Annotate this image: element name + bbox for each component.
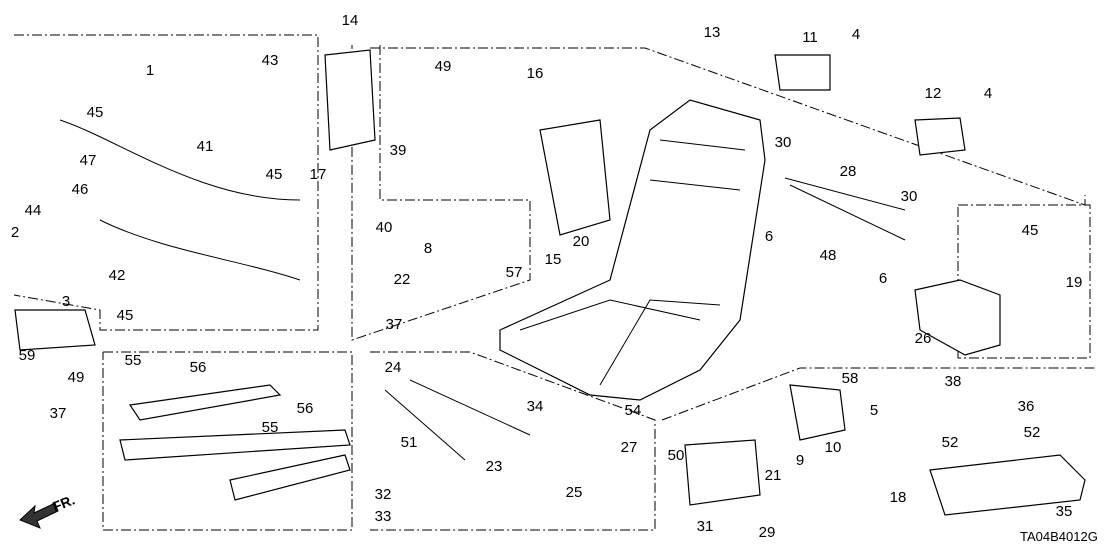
seat-frame [499,99,766,401]
callout-14: 14 [342,12,359,29]
callout-9: 9 [796,452,804,469]
callout-16: 16 [527,65,544,82]
diagram-code: TA04B4012G [1020,529,1098,544]
callout-46: 46 [72,181,89,198]
callout-29: 29 [759,524,776,541]
callout-59: 59 [19,347,36,364]
callout-18: 18 [890,489,907,506]
callout-47: 47 [80,152,97,169]
callout-54: 54 [625,402,642,419]
slide-rail-group-box [102,351,353,531]
callout-52: 52 [942,434,959,451]
callout-51: 51 [401,434,418,451]
rails [14,49,1086,516]
callout-39: 39 [390,142,407,159]
trim-group-line [661,367,1095,421]
callout-6: 6 [879,270,887,287]
callout-26: 26 [915,330,932,347]
callout-45: 45 [117,307,134,324]
lifter-group-box [370,351,656,531]
callout-8: 8 [424,240,432,257]
callout-22: 22 [394,271,411,288]
callout-43: 43 [262,52,279,69]
callout-10: 10 [825,439,842,456]
callout-23: 23 [486,458,503,475]
callout-13: 13 [704,24,721,41]
callout-57: 57 [506,264,523,281]
callout-32: 32 [375,486,392,503]
callout-49: 49 [68,369,85,386]
front-label: FR. [50,491,77,514]
callout-15: 15 [545,251,562,268]
callout-2: 2 [11,224,19,241]
callout-19: 19 [1066,274,1083,291]
frame-group-line [370,47,1086,206]
callout-50: 50 [668,447,685,464]
callout-20: 20 [573,233,590,250]
callout-40: 40 [376,219,393,236]
callout-52: 52 [1024,424,1041,441]
callout-35: 35 [1056,503,1073,520]
callout-56: 56 [297,400,314,417]
callout-17: 17 [310,166,327,183]
callout-4: 4 [984,85,992,102]
harness-group-box [13,34,319,331]
group-boxes [13,34,1095,531]
callout-56: 56 [190,359,207,376]
callout-34: 34 [527,398,544,415]
callout-21: 21 [765,467,782,484]
callout-28: 28 [840,163,857,180]
callout-37: 37 [386,316,403,333]
recliner-group-box [351,45,531,341]
callout-31: 31 [697,518,714,535]
callout-25: 25 [566,484,583,501]
front-arrow: FR. [19,491,77,529]
callout-3: 3 [62,293,70,310]
callout-41: 41 [197,138,214,155]
callout-55: 55 [262,419,279,436]
callout-44: 44 [25,202,42,219]
callout-12: 12 [925,85,942,102]
callout-42: 42 [109,267,126,284]
callout-33: 33 [375,508,392,525]
callout-1: 1 [146,62,154,79]
callout-45: 45 [1022,222,1039,239]
callout-45: 45 [266,166,283,183]
callout-38: 38 [945,373,962,390]
callout-49: 49 [435,58,452,75]
callout-55: 55 [125,352,142,369]
callout-24: 24 [385,359,402,376]
callout-45: 45 [87,104,104,121]
callout-36: 36 [1018,398,1035,415]
callout-27: 27 [621,439,638,456]
arrow-icon [19,502,59,529]
callout-48: 48 [820,247,837,264]
callout-5: 5 [870,402,878,419]
callout-6: 6 [765,228,773,245]
callout-4: 4 [852,26,860,43]
callout-30: 30 [775,134,792,151]
callout-30: 30 [901,188,918,205]
callout-37: 37 [50,405,67,422]
callout-11: 11 [802,29,818,46]
callout-58: 58 [842,370,859,387]
